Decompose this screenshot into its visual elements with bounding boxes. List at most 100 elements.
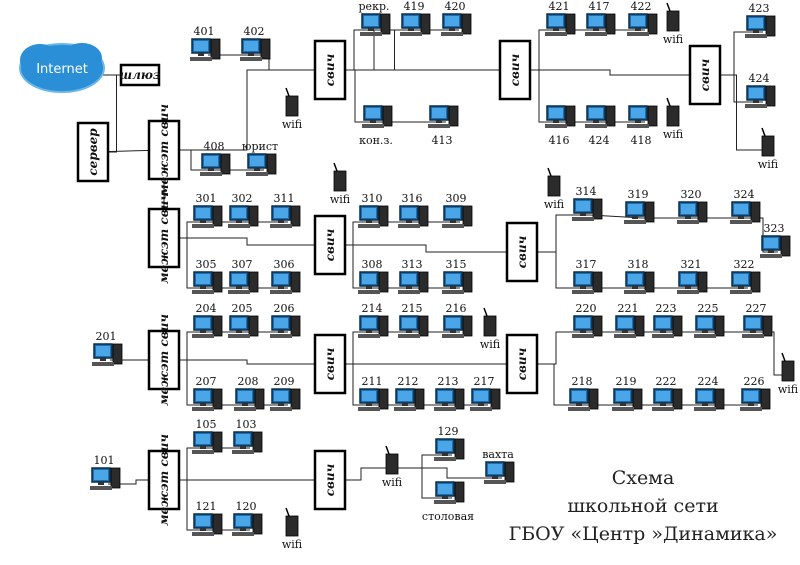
computer-icon: 217 [470,375,501,411]
node-label: 305 [196,258,217,271]
node-label: wifi [663,128,684,141]
node-label: сервер [86,128,100,176]
computer-icon: 419 [400,0,431,36]
node-label: 218 [572,375,593,388]
computer-icon: 320 [677,188,708,224]
node-label: свич [323,348,337,381]
link-w1b-p129 [392,454,452,469]
node-label: 401 [194,25,215,38]
node-label: 314 [576,185,597,198]
switch-box: свич [313,39,347,101]
computer-icon: 305 [192,258,223,294]
link-fw1-sw1 [164,69,330,151]
computer-icon: 421 [545,0,576,36]
link-w1b-pstol [392,467,452,499]
link-sw4-sw5 [330,244,522,253]
computer-icon: 207 [192,375,223,411]
node-label: 217 [474,375,495,388]
wifi-router-icon: wifi [663,97,684,141]
computer-icon: 424 [585,105,616,147]
node-label: 423 [749,2,770,15]
wifi-router-icon: wifi [663,2,684,46]
computer-icon: юрист [242,140,278,176]
node-label: 224 [698,375,719,388]
node-label: межэт свич [157,314,171,406]
computer-icon: 224 [694,375,725,411]
wifi-router-icon: wifi [282,87,303,131]
computer-icon: 211 [358,375,389,411]
link-fw2-sw4 [164,237,330,246]
computer-icon: 423 [745,2,776,38]
diagram-title: Схема школьной сети ГБОУ «Центр »Динамик… [509,467,778,545]
node-label: 212 [398,375,419,388]
node-label: 315 [446,258,467,271]
node-label: 211 [362,375,383,388]
node-label: 321 [681,258,702,271]
node-label: 214 [362,302,383,315]
computer-icon: 206 [270,302,301,338]
computer-icon: 321 [677,258,708,294]
wifi-router-icon: wifi [480,307,501,351]
switch-box: свич [505,333,539,395]
wifi-router-icon: wifi [544,167,565,211]
computer-icon: 214 [358,302,389,338]
node-label: 320 [681,188,702,201]
node-label: кон.з. [359,134,393,147]
node-label: 322 [734,258,755,271]
node-label: 402 [244,25,265,38]
node-label: 301 [196,192,217,205]
node-label: 424 [749,72,770,85]
node-label: 223 [656,302,677,315]
switch-box: свич [313,333,347,395]
computer-icon: 226 [740,375,771,411]
computer-icon: 313 [398,258,429,294]
node-label: юрист [242,140,278,153]
node-label: 121 [196,500,217,513]
node-label: свич [323,54,337,87]
node-label: свич [323,464,337,497]
computer-icon: 310 [358,192,389,228]
computer-icon: 302 [228,192,259,228]
switch-box: свич [688,44,722,106]
computer-icon: кон.з. [359,105,393,147]
switch-box: свич [313,214,347,276]
computer-icon: 318 [624,258,655,294]
node-label: wifi [282,118,303,131]
node-label: 302 [232,192,253,205]
computer-icon: 103 [232,418,263,454]
title-line-2: школьной сети [567,495,718,517]
node-label: wifi [480,338,501,351]
node-label: 319 [628,188,649,201]
node-label: 222 [656,375,677,388]
computer-icon: 213 [434,375,465,411]
node-label: wifi [544,198,565,211]
computer-icon: 212 [394,375,425,411]
title-line-1: Схема [612,467,675,489]
node-label: 225 [698,302,719,315]
computer-icon: 219 [612,375,643,411]
computer-icon: 201 [92,330,123,366]
computer-icon: 223 [652,302,683,338]
node-label: межэт свич [157,104,171,196]
computer-icon: 309 [442,192,473,228]
switch-box: свич [498,39,532,101]
node-label: столовая [422,510,474,523]
computer-icon: 209 [270,375,301,411]
computer-icon: 301 [192,192,223,228]
node-label: 308 [362,258,383,271]
node-label: 103 [236,418,257,431]
node-label: 306 [274,258,295,271]
computer-icon: 129 [434,425,465,461]
switch-box: свич [505,221,539,283]
wifi-router-icon: wifi [330,162,351,206]
node-label: свич [508,54,522,87]
wifi-router-icon: wifi [778,352,799,396]
computer-icon: 225 [694,302,725,338]
node-label: wifi [778,383,799,396]
computer-icon: 314 [572,185,603,221]
node-label: 204 [196,302,217,315]
node-label: 309 [446,192,467,205]
computer-icon: 402 [240,25,271,61]
node-label: wifi [282,538,303,551]
